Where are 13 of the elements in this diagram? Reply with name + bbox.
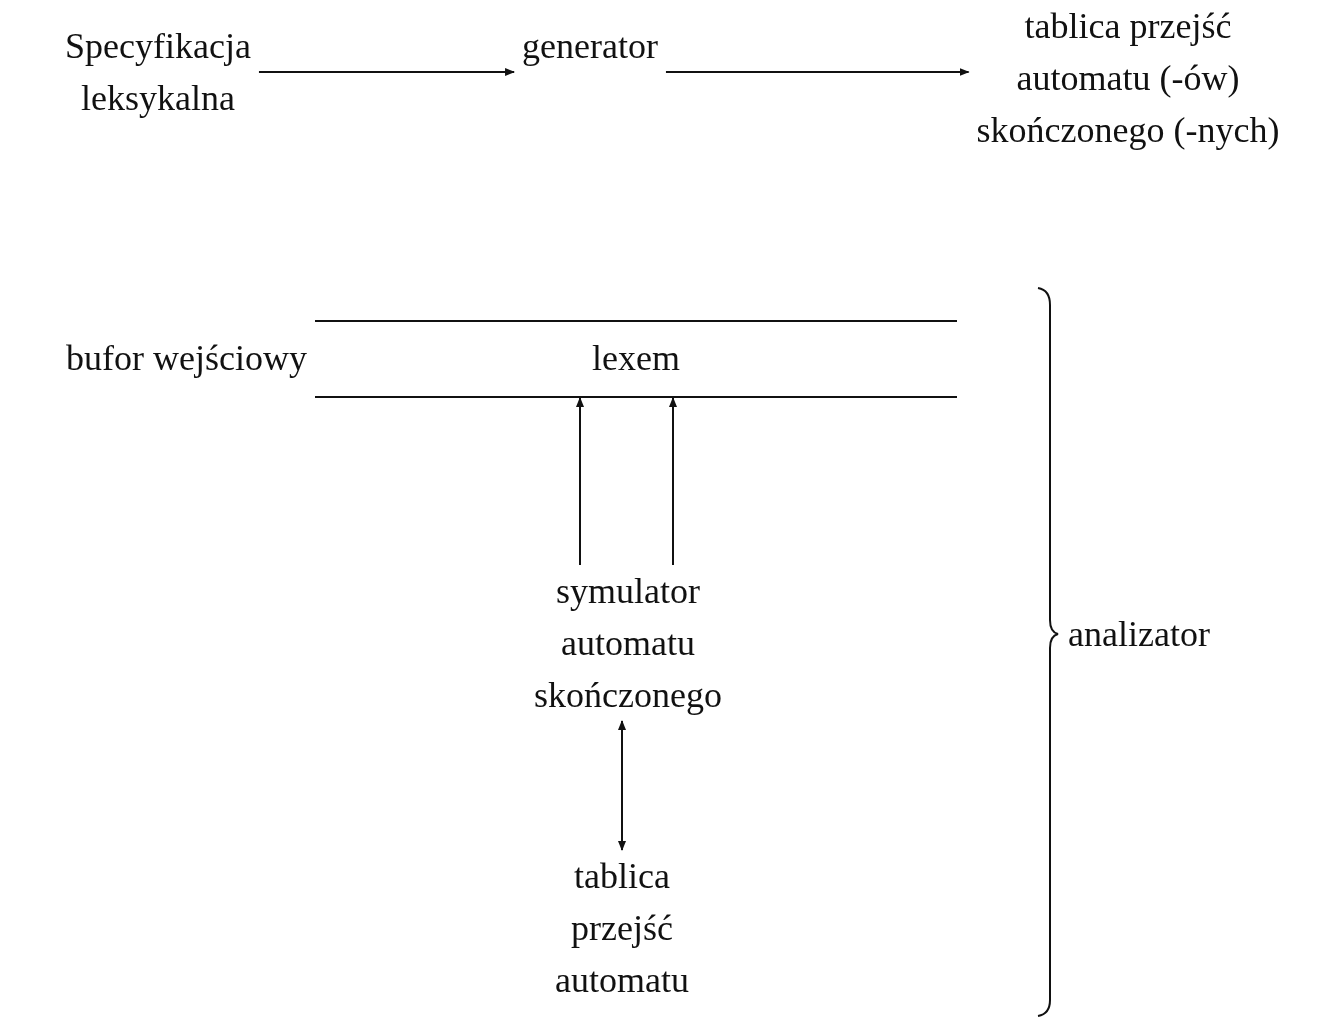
arrow (618, 720, 626, 851)
arrow (664, 68, 970, 76)
arrow (257, 68, 516, 76)
arrow (669, 397, 677, 566)
buffer-label: bufor wejściowy (66, 337, 307, 380)
group-label: analizator (1068, 613, 1210, 656)
node-label: tablica przejść automatu (532, 850, 712, 1006)
node-label: Specyfikacja leksykalna (28, 20, 288, 124)
arrow (576, 397, 584, 566)
buffer-content: lexem (591, 337, 681, 380)
node-label: symulator automatu skończonego (500, 565, 756, 721)
node-label: tablica przejść automatu (-ów) skończonego (-nych) (963, 0, 1293, 156)
node-label: generator (490, 20, 690, 72)
